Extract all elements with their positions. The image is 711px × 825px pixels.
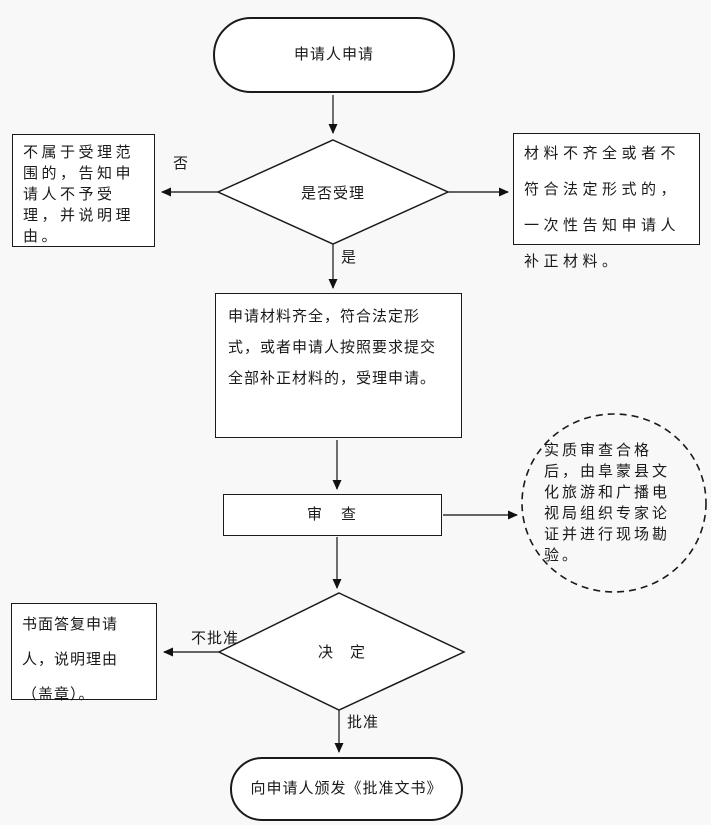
- review-box: 审 查: [223, 494, 442, 536]
- decision-node: 决 定: [219, 593, 465, 710]
- end-node-label: 向申请人颁发《批准文书》: [250, 779, 443, 797]
- edge-label-approved: 批准: [347, 714, 380, 731]
- expert-review-note: 实质审查合格后，由阜蒙县文化旅游和广播电视局组织专家论证并进行现场勘验。: [544, 442, 671, 564]
- edge-label-not-approved: 不批准: [191, 630, 240, 647]
- accept-check-label: 是否受理: [300, 184, 365, 202]
- decision-label: 决 定: [317, 644, 366, 661]
- edge-label-yes: 是: [341, 249, 358, 266]
- expert-review-ellipse: [521, 413, 707, 593]
- start-node-label: 申请人申请: [293, 45, 374, 63]
- edge-label-no: 否: [173, 155, 190, 172]
- not-accepted-box: 不属于受理范围的，告知申请人不予受理，并说明理由。: [12, 134, 155, 247]
- start-node: 申请人申请: [213, 17, 455, 93]
- review-label: 审 查: [306, 505, 358, 523]
- accept-check-node: 是否受理: [218, 140, 448, 244]
- supplement-box: 材料不齐全或者不符合法定形式的，一次性告知申请人补正材料。: [513, 133, 700, 270]
- written-reply-box: 书面答复申请人，说明理由（盖章）。: [11, 603, 157, 703]
- end-node: 向申请人颁发《批准文书》: [230, 757, 463, 821]
- accepted-box: 申请材料齐全，符合法定形式，或者申请人按照要求提交全部补正材料的，受理申请。: [215, 293, 462, 438]
